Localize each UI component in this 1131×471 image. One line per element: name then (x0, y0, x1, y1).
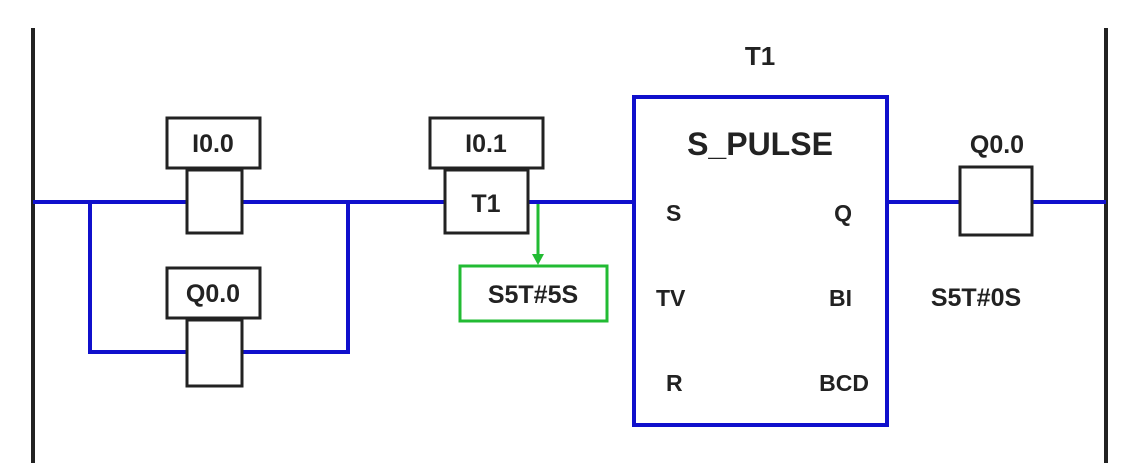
contact-i00-label: I0.0 (192, 130, 234, 158)
wires (33, 200, 1106, 354)
coil-q00[interactable]: Q0.0 (958, 131, 1034, 237)
preset-arrow (532, 204, 544, 265)
timer-block-frame (632, 95, 889, 427)
timer-pin-s: S (666, 200, 681, 226)
wire-parallel-branch-return (242, 202, 350, 354)
coil-q00-symbol (958, 165, 1034, 237)
timer-preset[interactable]: S5T#5S (458, 264, 609, 323)
timer-type: S_PULSE (687, 126, 833, 162)
contact-q00-hold-label-box (165, 266, 262, 320)
timer-pin-tv: TV (656, 285, 686, 311)
timer-pin-bi: BI (829, 285, 852, 311)
timer-name: T1 (745, 41, 775, 71)
contact-i01-symbol (443, 168, 530, 235)
contact-q00-hold-label: Q0.0 (186, 280, 240, 308)
timer-bi-value: S5T#0S (931, 284, 1021, 312)
contact-i01-label: I0.1 (465, 130, 507, 158)
contact-i00-symbol (185, 168, 244, 235)
preset-arrow-head (532, 254, 544, 265)
contact-i01-label-box (428, 116, 545, 170)
timer-pin-bcd: BCD (819, 370, 869, 396)
timer-preset-box (458, 264, 609, 323)
contact-i00[interactable]: I0.0 (165, 116, 262, 235)
contact-i00-label-box (165, 116, 262, 170)
contact-i01[interactable]: I0.1 T1 (428, 116, 545, 235)
timer-block[interactable]: S_PULSE S TV R Q BI BCD (632, 95, 889, 427)
timer-preset-value: S5T#5S (488, 281, 578, 309)
timer-pin-r: R (666, 370, 683, 396)
contact-i01-inner-label: T1 (471, 190, 500, 218)
timer-pin-q: Q (834, 200, 852, 226)
contact-q00-hold-symbol (185, 318, 244, 388)
contact-q00-hold[interactable]: Q0.0 (165, 266, 262, 388)
wire-parallel-branch (88, 202, 187, 354)
coil-q00-label: Q0.0 (970, 131, 1024, 159)
